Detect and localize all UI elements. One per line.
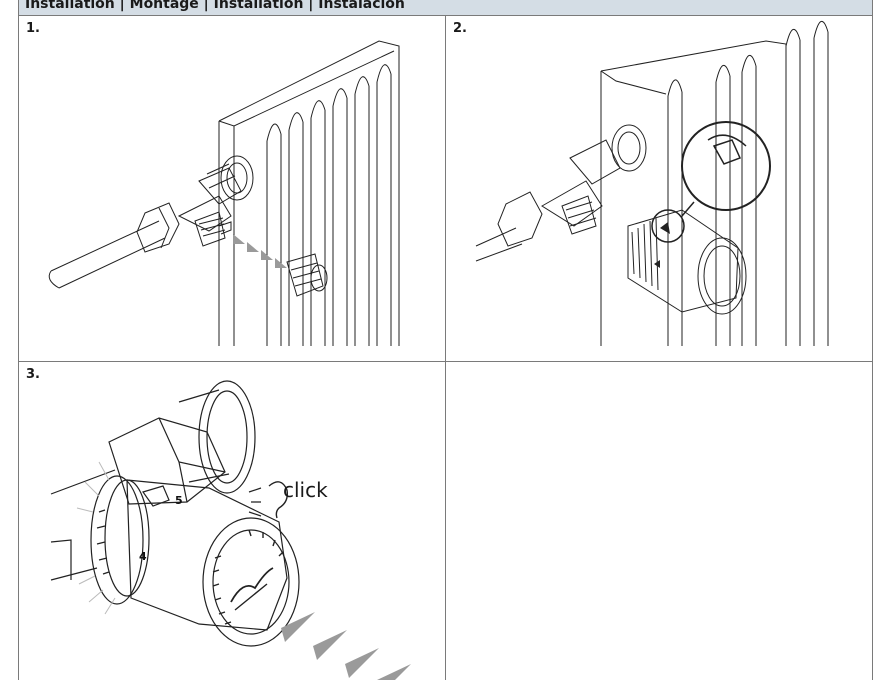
click-sound-label: click xyxy=(283,478,328,502)
section-header: Installation | Montage | Installation | … xyxy=(18,0,873,16)
step-3-label: 3. xyxy=(26,367,40,382)
step-1-illustration xyxy=(48,40,400,346)
step-1-label: 1. xyxy=(26,21,40,36)
step-2-illustration xyxy=(475,21,829,346)
step-3-illustration: 5 4 xyxy=(50,380,411,680)
dial-mark-4: 4 xyxy=(139,550,147,563)
section-title: Installation | Montage | Installation | … xyxy=(25,0,405,12)
step-3-panel: 3. xyxy=(19,362,446,680)
dial-mark-5: 5 xyxy=(175,494,183,507)
step-1-panel: 1. xyxy=(19,16,446,362)
step-2-label: 2. xyxy=(453,21,467,36)
instruction-grid: 1. xyxy=(18,16,873,680)
step-2-panel: 2. xyxy=(446,16,872,362)
empty-panel xyxy=(446,362,872,680)
